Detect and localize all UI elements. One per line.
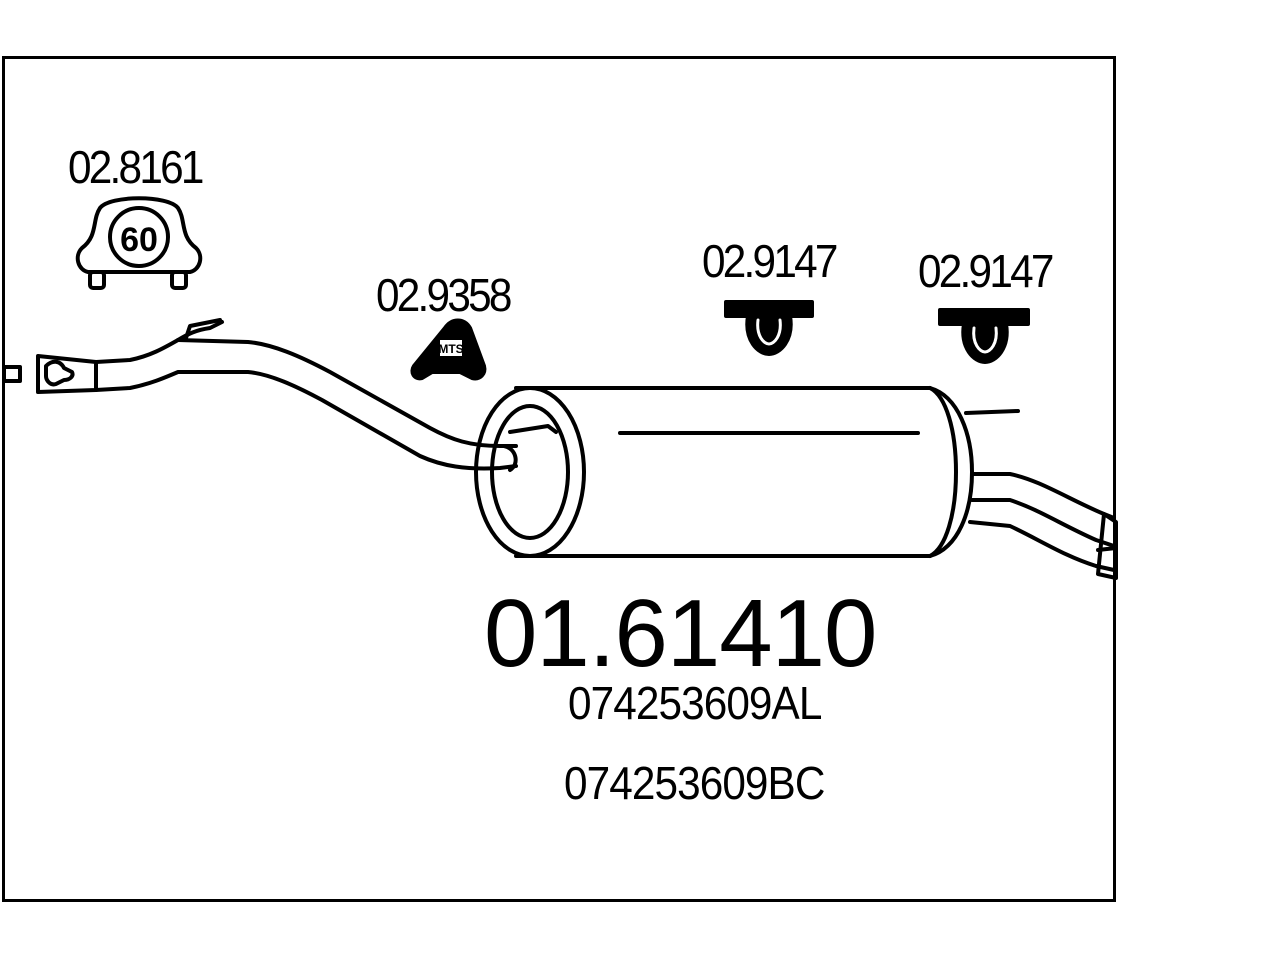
oe-number: 074253609AL xyxy=(568,677,822,729)
clamp-part-number: 02.8161 xyxy=(68,141,204,193)
hanger-icon xyxy=(724,300,814,356)
diagram-frame xyxy=(2,56,1116,902)
oe-number: 074253609BC xyxy=(564,757,825,809)
clamp-icon xyxy=(75,196,203,290)
tail-pipe xyxy=(968,472,1118,580)
muffler-body xyxy=(474,386,1020,558)
hanger-icon xyxy=(938,308,1030,364)
rubber-mount-icon xyxy=(410,318,487,381)
mount-label: MTS xyxy=(438,342,463,356)
clamp-size-label: 60 xyxy=(120,221,158,259)
main-part-number: 01.61410 xyxy=(484,580,877,687)
mount-part-number: 02.9358 xyxy=(376,269,512,321)
hanger-part-number: 02.9147 xyxy=(918,245,1054,297)
hanger-part-number: 02.9147 xyxy=(702,235,838,287)
